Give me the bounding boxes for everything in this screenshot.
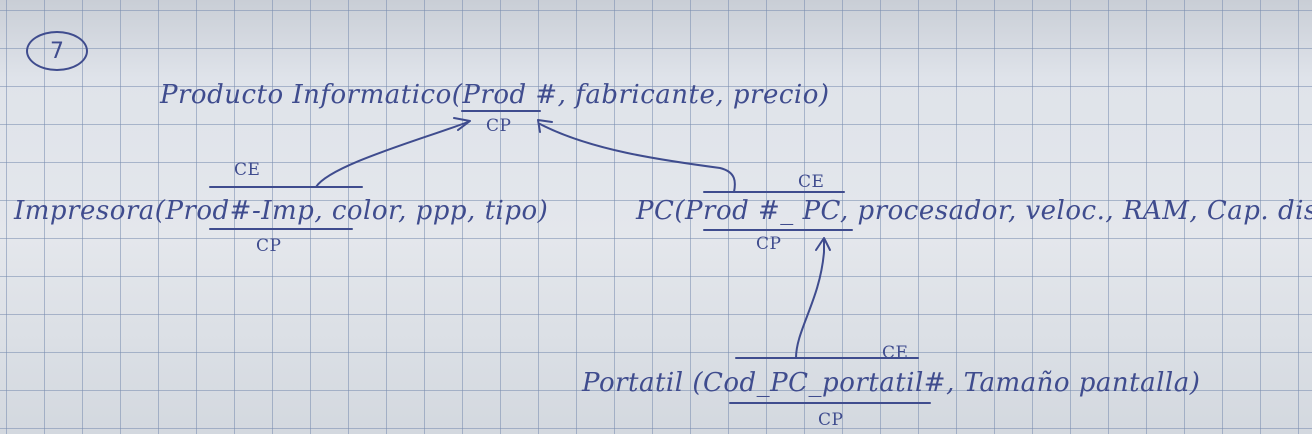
exercise-number-circle: 7	[26, 31, 88, 71]
pc-to-producto-arrow	[539, 123, 736, 193]
producto-attributes: , fabricante, precio)	[557, 80, 830, 110]
producto-relation: Producto Informatico(Prod #, fabricante,…	[160, 80, 830, 110]
pc-key: Prod #_ PC	[685, 196, 841, 226]
impresora-key: Prod#-Imp	[165, 196, 315, 226]
producto-cp-label: CP	[486, 116, 512, 136]
portatil-name: Portatil (	[582, 368, 703, 398]
pc-relation: PC(Prod #_ PC, procesador, veloc., RAM, …	[636, 196, 1312, 226]
producto-key: Prod #	[462, 80, 558, 110]
pc-name: PC(	[636, 196, 686, 226]
portatil-attributes: , Tamaño pantalla)	[946, 368, 1201, 398]
portatil-to-pc-arrow	[795, 239, 825, 359]
impresora-attributes: , color, ppp, tipo)	[314, 196, 549, 226]
pc-arrowhead	[537, 119, 553, 133]
impresora-relation: Impresora(Prod#-Imp, color, ppp, tipo)	[14, 196, 548, 226]
impresora-cp-label: CP	[256, 236, 282, 256]
impresora-ce-label: CE	[234, 160, 261, 180]
pc-attributes: , procesador, veloc., RAM, Cap. disco)	[840, 196, 1312, 226]
exercise-number: 7	[50, 38, 64, 64]
pc-cp-label: CP	[756, 234, 782, 254]
impresora-to-producto-arrow	[315, 121, 469, 188]
impresora-arrowhead	[453, 117, 471, 131]
portatil-cp-label: CP	[818, 410, 844, 430]
producto-name: Producto Informatico(	[160, 80, 463, 110]
portatil-relation: Portatil (Cod_PC_portatil#, Tamaño panta…	[582, 368, 1200, 398]
portatil-arrowhead	[815, 237, 831, 251]
pc-ce-label: CE	[798, 172, 825, 192]
impresora-name: Impresora(	[14, 196, 166, 226]
portatil-key: Cod_PC_portatil#	[702, 368, 947, 398]
